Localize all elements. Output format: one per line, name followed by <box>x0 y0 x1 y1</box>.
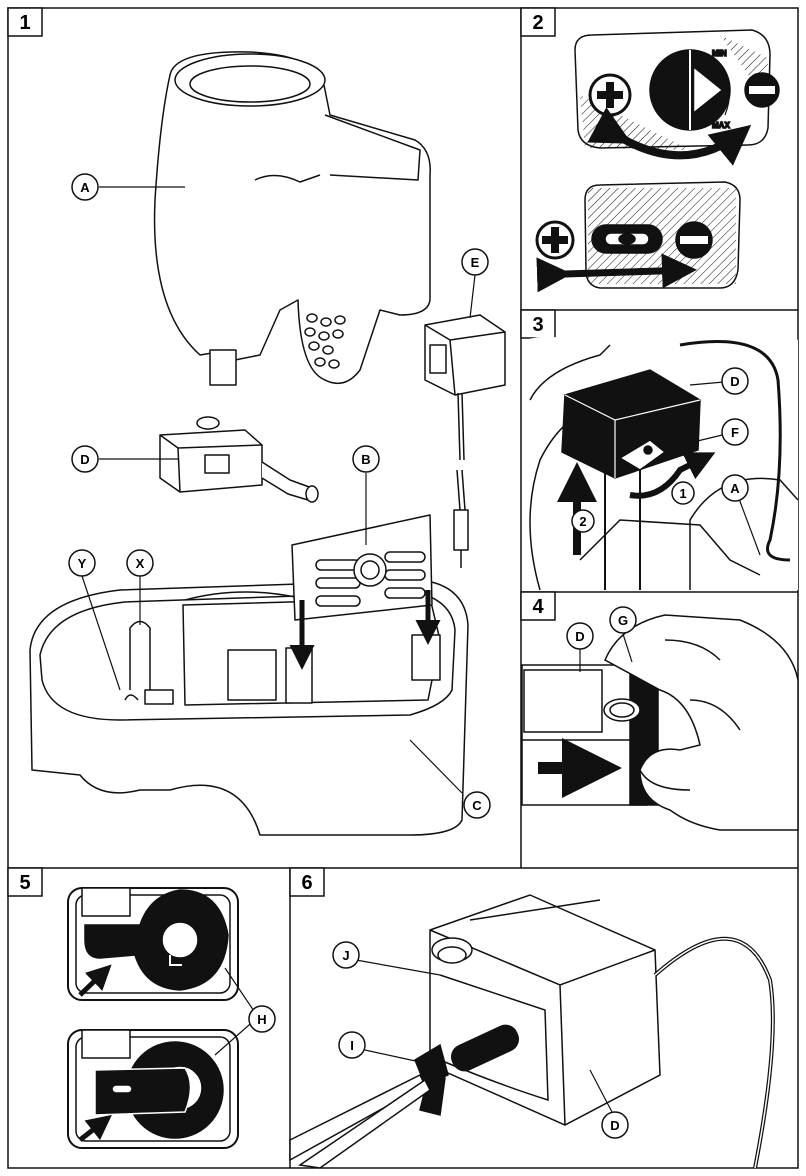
panel-1-callouts <box>81 186 476 794</box>
impeller-cover-bottom <box>67 1029 239 1149</box>
panel-number-6: 6 <box>289 867 325 897</box>
panel-6-illustration <box>289 894 775 1169</box>
adapter-e-drawing <box>424 314 506 568</box>
callout-i-6: I <box>338 1031 366 1059</box>
svg-text:D: D <box>730 374 739 389</box>
flow-dial-plate <box>574 29 780 166</box>
callout-e-1: E <box>461 248 489 276</box>
callout-d-6: D <box>601 1111 629 1139</box>
pump-d-drawing <box>159 416 319 503</box>
callout-c-1: C <box>463 791 491 819</box>
step-1-marker: 1 <box>671 481 695 505</box>
panel-number-3: 3 <box>520 309 556 339</box>
panel-number-5: 5 <box>7 867 43 897</box>
svg-text:J: J <box>342 948 349 963</box>
svg-text:F: F <box>731 425 739 440</box>
callout-d-3: D <box>721 367 749 395</box>
impeller-cover-top <box>67 887 239 1001</box>
panel-number-4: 4 <box>520 591 556 621</box>
svg-text:3: 3 <box>532 314 543 336</box>
svg-text:2: 2 <box>579 514 586 529</box>
reservoir-vent-holes <box>304 313 346 369</box>
svg-text:D: D <box>575 629 584 644</box>
panel-2-illustration: MIN MAX <box>535 29 780 293</box>
panel-4-callouts <box>579 633 633 672</box>
dial-max-label: MAX <box>712 121 730 130</box>
dial-min-label: MIN <box>712 49 727 58</box>
step-2-marker: 2 <box>571 509 595 533</box>
panel-number-1: 1 <box>7 7 43 37</box>
panel-number-2: 2 <box>520 7 556 37</box>
filter-insertion-arrows <box>289 590 441 670</box>
svg-text:1: 1 <box>19 12 30 34</box>
callout-y-1: Y <box>68 549 96 577</box>
callout-g-4: G <box>609 606 637 634</box>
svg-text:A: A <box>730 481 740 496</box>
callout-d-1: D <box>71 445 99 473</box>
svg-text:E: E <box>471 255 480 270</box>
svg-text:5: 5 <box>19 872 30 894</box>
svg-text:H: H <box>257 1012 266 1027</box>
callout-j-6: J <box>332 941 360 969</box>
reservoir-a-drawing <box>153 51 431 386</box>
svg-text:1: 1 <box>679 486 686 501</box>
panel-1-illustration <box>29 51 506 836</box>
svg-text:I: I <box>350 1038 354 1053</box>
svg-text:C: C <box>472 798 482 813</box>
filter-b-drawing <box>291 514 433 621</box>
svg-text:2: 2 <box>532 12 543 34</box>
svg-text:D: D <box>610 1118 619 1133</box>
flow-slider-plate <box>535 181 741 293</box>
svg-text:6: 6 <box>301 872 312 894</box>
svg-text:B: B <box>361 452 370 467</box>
panel-4-illustration <box>521 614 799 831</box>
svg-text:G: G <box>618 613 628 628</box>
callout-x-1: X <box>126 549 154 577</box>
callout-h-5: H <box>248 1005 276 1033</box>
callout-b-1: B <box>352 445 380 473</box>
panel-5-illustration <box>67 887 239 1149</box>
panel-6-callouts <box>355 959 613 1113</box>
svg-text:4: 4 <box>532 596 544 618</box>
callout-a-1: A <box>71 173 99 201</box>
svg-text:D: D <box>80 452 89 467</box>
panel-3-illustration <box>525 320 799 591</box>
svg-text:Y: Y <box>78 556 87 571</box>
callout-d-4: D <box>566 622 594 650</box>
callout-a-3: A <box>721 474 749 502</box>
callout-f-3: F <box>721 418 749 446</box>
svg-text:X: X <box>136 556 145 571</box>
svg-text:A: A <box>80 180 90 195</box>
